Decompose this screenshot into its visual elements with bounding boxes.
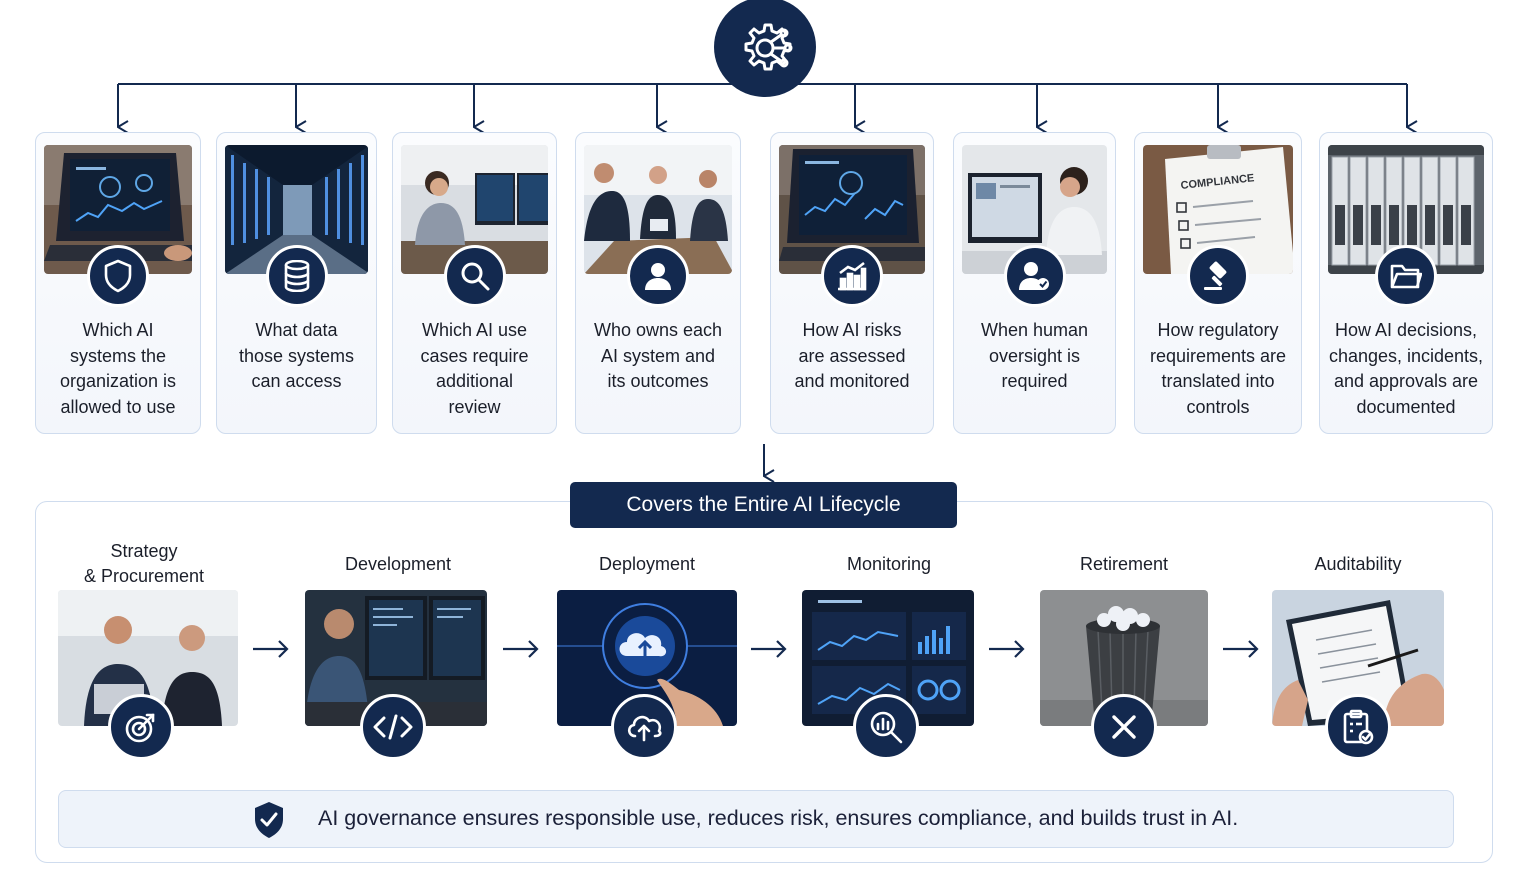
stage-badge xyxy=(108,694,174,760)
card-badge xyxy=(821,245,883,307)
stage-badge xyxy=(360,694,426,760)
governance-card: Which AI use cases require additional re… xyxy=(392,132,557,434)
card-text: What data those systems can access xyxy=(238,320,355,391)
card-badge xyxy=(443,245,506,307)
database-icon xyxy=(284,260,309,292)
governance-card: Which AI systems the organization is all… xyxy=(35,132,201,434)
card-text: How regulatory requirements are translat… xyxy=(1149,320,1287,417)
cloud-upload-icon xyxy=(627,715,662,742)
gear-network-icon xyxy=(744,23,793,71)
card-badge xyxy=(87,245,149,307)
card-badge xyxy=(627,245,689,307)
flow-arrow xyxy=(253,640,289,658)
stage-label: Development xyxy=(344,554,452,574)
person-icon xyxy=(645,263,671,290)
summary-banner xyxy=(58,790,1454,848)
user-check-icon xyxy=(1018,262,1049,290)
meeting-photo xyxy=(584,145,732,274)
card-text: When human oversight is required xyxy=(980,320,1089,391)
bar-chart-icon xyxy=(838,261,867,291)
summary-text: AI governance ensures responsible use, r… xyxy=(318,806,1239,830)
stage-label: Retirement xyxy=(1079,554,1169,574)
governance-card: COMPLIANCE How regulatory requirements a… xyxy=(1134,132,1302,434)
search-icon xyxy=(461,262,489,291)
close-icon xyxy=(1112,715,1136,739)
target-icon xyxy=(125,713,155,743)
analyst-desk-photo xyxy=(401,145,548,274)
lifecycle-title: Covers the Entire AI Lifecycle xyxy=(570,482,957,528)
gavel-icon xyxy=(1204,261,1227,290)
governance-card: How AI risks are assessed and monitored xyxy=(770,132,934,434)
shield-icon xyxy=(104,259,132,293)
card-text: Who owns each AI system and its outcomes xyxy=(593,320,723,391)
stage-label: Auditability xyxy=(1314,554,1402,574)
card-text: How AI risks are assessed and monitored xyxy=(794,320,910,391)
card-badge xyxy=(265,245,328,307)
card-text: Which AI use cases require additional re… xyxy=(420,320,529,417)
stage-badge xyxy=(1091,694,1157,760)
stage-badge xyxy=(611,694,677,760)
flow-arrow xyxy=(751,640,787,658)
governance-card: How AI decisions, changes, incidents, an… xyxy=(1319,132,1493,434)
server-room-photo xyxy=(225,145,368,274)
card-badge xyxy=(1187,245,1249,307)
stage-badge xyxy=(1325,694,1391,760)
governance-card: When human oversight is required xyxy=(953,132,1116,434)
cloud-deploy-photo xyxy=(557,590,737,726)
flow-arrow xyxy=(1223,640,1259,658)
folder-icon xyxy=(1390,264,1422,289)
card-text: Which AI systems the organization is all… xyxy=(59,320,177,417)
governance-card: Who owns each AI system and its outcomes xyxy=(575,132,741,434)
stage-label: Strategy & Procurement xyxy=(83,541,205,586)
business-meeting-photo xyxy=(58,590,238,726)
card-badge xyxy=(1375,245,1437,307)
governance-card: What data those systems can access xyxy=(216,132,377,434)
stage-label: Monitoring xyxy=(846,554,932,574)
stage-label: Deployment xyxy=(598,554,696,574)
flow-arrow xyxy=(503,640,539,658)
governance-hub xyxy=(714,0,816,97)
stage-badge xyxy=(853,694,919,760)
clipboard-check-icon xyxy=(1343,709,1374,745)
audit-checklist-photo xyxy=(1272,590,1444,726)
shield-check-icon xyxy=(255,802,283,838)
flow-arrow xyxy=(989,640,1025,658)
magnify-chart-icon xyxy=(870,711,903,744)
card-badge xyxy=(1003,245,1066,307)
code-icon xyxy=(373,714,413,740)
compliance-checklist-photo: COMPLIANCE xyxy=(1143,145,1293,274)
laptop-dashboard-photo xyxy=(44,145,192,274)
card-text: How AI decisions, changes, incidents, an… xyxy=(1328,320,1484,417)
developer-photo xyxy=(305,590,487,726)
